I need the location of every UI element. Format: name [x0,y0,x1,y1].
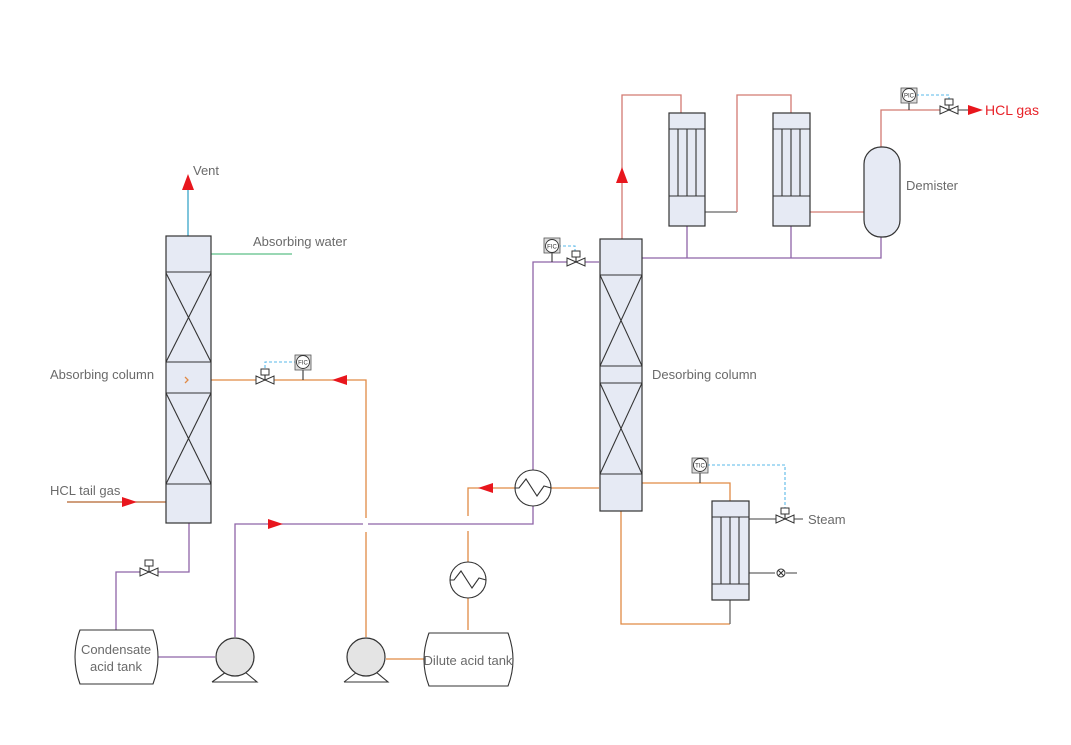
pic-outlet-label: PIC [904,94,915,100]
tic-reboiler-instrument[interactable]: TIC [691,457,709,483]
valve-steam[interactable] [775,507,795,524]
absorbing-column-label: Absorbing column [50,367,154,382]
condensate-tank-label-line1: Condensate [81,642,151,657]
signal-line-tic [707,464,786,512]
reboiler-feed-line [642,482,731,501]
condensate-acid-tank[interactable] [74,629,159,685]
recycle-arrow-icon [332,375,347,385]
fic-absorber-label: FIC [298,361,308,367]
valve-hcl-outlet[interactable] [939,98,959,115]
heat-exchanger-main[interactable] [514,469,552,507]
fic-absorber-instrument[interactable]: FIC [294,354,312,380]
tail-gas-arrow-icon [122,497,137,507]
absorbing-column[interactable] [165,235,212,524]
condensate-return-header [642,226,882,259]
hcl-gas-label: HCL gas [985,102,1039,118]
reboiler[interactable] [711,500,750,601]
hcl-gas-arrow-icon [968,105,983,115]
pump-1[interactable] [211,637,259,683]
absorber-bottom-line [115,523,190,630]
hcl-tail-gas-label: HCL tail gas [50,483,121,498]
valve-absorber-feed[interactable] [255,368,275,385]
signal-line-pic [916,94,950,102]
pump1-discharge-line [234,506,534,637]
condensate-tank-label-line2: acid tank [90,659,143,674]
condenser-1[interactable] [668,112,706,227]
cooler-line [467,487,515,630]
tic-reboiler-label: TIC [695,464,705,470]
desorber-feed-line [532,261,599,470]
recycle-line-upper [185,379,367,518]
signal-line-fic-desorber [558,245,576,252]
valve-condensate[interactable] [139,559,159,577]
cooler-arrow-icon [478,483,493,493]
dilute-acid-tank[interactable] [423,632,514,687]
dilute-acid-tank-label: Dilute acid tank [424,653,513,668]
vent-label: Vent [193,163,219,178]
demister-outlet-line [880,109,940,148]
absorbing-water-label: Absorbing water [253,234,348,249]
desorber-bottom-line [620,511,730,625]
condenser-link-line-2 [736,94,792,212]
vent-arrow-icon [182,174,194,190]
pump-2[interactable] [343,637,390,683]
desorbing-column[interactable] [599,238,643,512]
fic-desorber-instrument[interactable]: FIC [543,237,561,262]
cooler[interactable] [449,561,487,599]
signal-line-fic-absorber [264,361,297,370]
pic-outlet-instrument[interactable]: PIC [900,87,918,110]
fic-desorber-label: FIC [547,245,557,251]
desorbing-column-label: Desorbing column [652,367,757,382]
pump1-discharge-arrow-icon [268,519,283,529]
demister-label: Demister [906,178,959,193]
condenser-2[interactable] [772,112,811,227]
steam-label: Steam [808,512,846,527]
demister-vessel[interactable] [863,146,901,238]
valve-desorber-feed[interactable] [566,250,586,267]
vapor-arrow-icon [616,167,628,183]
absorber-inlet-arrow-icon [184,376,189,384]
steam-trap[interactable] [776,568,786,578]
